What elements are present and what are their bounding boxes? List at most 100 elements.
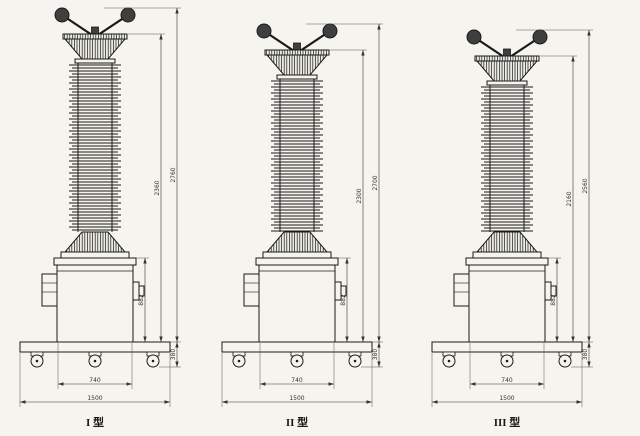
corona-ball-left (466, 29, 482, 45)
crown-flange (74, 58, 116, 64)
arrowhead (366, 400, 372, 404)
arrowhead (175, 336, 179, 342)
arrowhead (587, 342, 591, 348)
arrowhead (361, 50, 365, 56)
dim-base-height: 380 (582, 349, 589, 361)
arrowhead (377, 336, 381, 342)
transformer-unit-1: 882 2360 2760 380 740 1500 I 型 (19, 7, 181, 429)
dim-base-width: 1500 (499, 395, 514, 402)
wheel-hub (237, 359, 241, 363)
insulator-column (271, 79, 323, 232)
unit-type-label: II 型 (286, 415, 308, 429)
dim-tank-height: 882 (550, 294, 557, 306)
insulator-column (69, 63, 121, 232)
dim-base-height: 380 (372, 349, 379, 361)
base-frame (19, 341, 171, 353)
arrowhead (159, 336, 163, 342)
hatched-fitting (62, 33, 128, 40)
dim-overall-height: 2760 (170, 167, 177, 182)
base-frame (221, 341, 373, 353)
tank-body (56, 264, 134, 343)
corona-ball-right (120, 7, 136, 23)
dim-tank-width: 740 (89, 377, 101, 384)
arrowhead (143, 336, 147, 342)
unit-type-label: III 型 (494, 415, 521, 429)
wheel-hub (295, 359, 299, 363)
lower-flange (262, 251, 332, 259)
arrowhead (555, 336, 559, 342)
arrowhead (345, 336, 349, 342)
arrowhead (164, 400, 170, 404)
arrowhead (538, 382, 544, 386)
corona-ball-right (532, 29, 548, 45)
arrowhead (587, 30, 591, 36)
arrowhead (377, 24, 381, 30)
dim-body-height: 2160 (566, 191, 573, 206)
arrowhead (260, 382, 266, 386)
arrowhead (571, 336, 575, 342)
wheel-hub (447, 359, 451, 363)
right-valve-cap (550, 285, 557, 297)
base-frame (431, 341, 583, 353)
arrowhead (126, 382, 132, 386)
arrowhead (58, 382, 64, 386)
left-junction-box (453, 273, 470, 307)
crown-flange (486, 80, 528, 86)
arrowhead (576, 400, 582, 404)
arrowhead (20, 400, 26, 404)
arrowhead (555, 258, 559, 264)
arrowhead (470, 382, 476, 386)
wheel-hub (563, 359, 567, 363)
insulator-column (481, 85, 533, 232)
dim-tank-width: 740 (291, 377, 303, 384)
dim-base-width: 1500 (289, 395, 304, 402)
arrowhead (222, 400, 228, 404)
arrowhead (345, 258, 349, 264)
corona-ball-left (256, 23, 272, 39)
wheel-hub (505, 359, 509, 363)
corona-ball-left (54, 7, 70, 23)
arrowhead (587, 336, 591, 342)
lower-flange (60, 251, 130, 259)
dim-base-height: 380 (170, 349, 177, 361)
tank-lid (53, 257, 137, 266)
dim-tank-width: 740 (501, 377, 513, 384)
left-junction-box (41, 273, 58, 307)
arrowhead (175, 361, 179, 367)
tank-body (468, 264, 546, 343)
dim-body-height: 2360 (154, 180, 161, 195)
wheel-hub (93, 359, 97, 363)
lower-flange (472, 251, 542, 259)
tank-body (258, 264, 336, 343)
arrowhead (143, 258, 147, 264)
dim-overall-height: 2560 (582, 178, 589, 193)
arrowhead (175, 8, 179, 14)
arrowhead (432, 400, 438, 404)
tank-lid (465, 257, 549, 266)
arrowhead (361, 336, 365, 342)
crown-flange (276, 74, 318, 80)
hatched-fitting (474, 55, 540, 62)
arrowhead (587, 361, 591, 367)
right-valve-cap (340, 285, 347, 297)
wheel-hub (353, 359, 357, 363)
dim-overall-height: 2700 (372, 175, 379, 190)
right-valve-cap (138, 285, 145, 297)
arrowhead (377, 361, 381, 367)
wheel-hub (151, 359, 155, 363)
wheel-hub (35, 359, 39, 363)
corona-ball-right (322, 23, 338, 39)
arrowhead (571, 56, 575, 62)
arrowhead (328, 382, 334, 386)
dim-base-width: 1500 (87, 395, 102, 402)
arrowhead (377, 342, 381, 348)
left-junction-box (243, 273, 260, 307)
dim-tank-height: 882 (340, 294, 347, 306)
unit-type-label: I 型 (86, 415, 104, 429)
arrowhead (159, 34, 163, 40)
dim-tank-height: 882 (138, 294, 145, 306)
